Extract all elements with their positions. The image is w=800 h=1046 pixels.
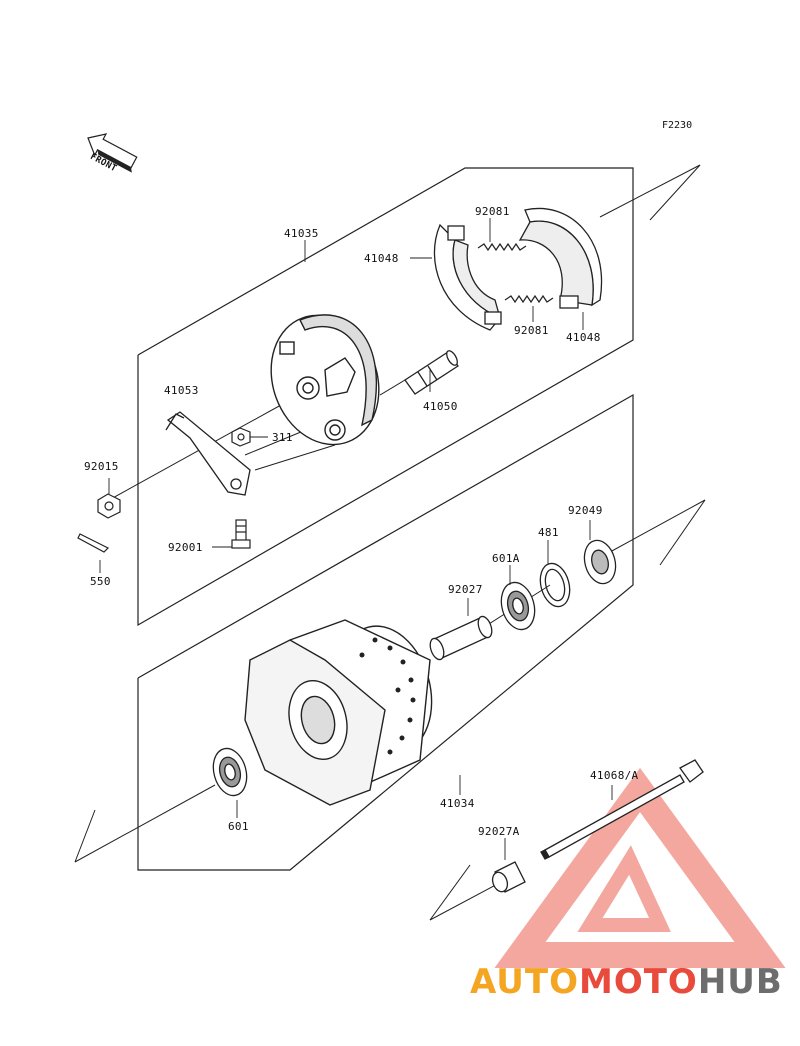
brake-panel-icon (270, 314, 380, 446)
watermark-logo: AUTOMOTOHUB (470, 962, 783, 1002)
label-601a: 601A (492, 552, 520, 565)
bolt-92001-icon (231, 519, 251, 549)
brake-shoe-left-icon (433, 223, 502, 331)
label-92027a: 92027A (478, 825, 520, 838)
brake-lever-icon (165, 411, 251, 496)
label-41053: 41053 (164, 384, 199, 397)
label-311: 311 (272, 431, 293, 444)
label-41035: 41035 (284, 227, 319, 240)
bearing-601-icon (212, 747, 248, 797)
label-41048-right: 41048 (566, 331, 601, 344)
brake-cam-icon (404, 350, 459, 395)
circlip-481-icon (539, 562, 571, 608)
label-92015: 92015 (84, 460, 119, 473)
label-92081-lower: 92081 (514, 324, 549, 337)
spring-lower-icon (504, 294, 554, 304)
seal-92049-icon (583, 539, 617, 585)
wheel-hub-icon (244, 619, 433, 806)
label-92001: 92001 (168, 541, 203, 554)
figure-ref-code: F2230 (662, 120, 693, 131)
cotter-pin-550-icon (77, 533, 110, 553)
logo-part-hub: HUB (697, 962, 783, 1002)
label-92049: 92049 (568, 504, 603, 517)
hub-frame (137, 393, 634, 871)
label-92081-upper: 92081 (475, 205, 510, 218)
nut-311-icon (231, 427, 251, 447)
label-481: 481 (538, 526, 559, 539)
nut-92015-icon (97, 493, 121, 519)
watermark-triangle-icon (494, 767, 786, 968)
logo-part-auto: AUTO (470, 962, 579, 1002)
logo-part-moto: MOTO (578, 962, 698, 1002)
leader-lines (99, 218, 613, 860)
label-92027: 92027 (448, 583, 483, 596)
brake-shoe-right-icon (518, 207, 603, 309)
label-41050: 41050 (423, 400, 458, 413)
spring-upper-icon (477, 242, 527, 252)
spacer-92027-icon (429, 615, 493, 661)
collar-92027a-icon (491, 861, 526, 893)
axle-41068a-icon (540, 759, 704, 860)
brake-panel-frame (137, 167, 634, 627)
label-601: 601 (228, 820, 249, 833)
front-arrow-icon (87, 133, 138, 173)
label-41068a: 41068/A (590, 769, 639, 782)
bearing-601a-icon (500, 581, 536, 631)
label-41048-left: 41048 (364, 252, 399, 265)
label-41034: 41034 (440, 797, 475, 810)
label-550: 550 (90, 575, 111, 588)
